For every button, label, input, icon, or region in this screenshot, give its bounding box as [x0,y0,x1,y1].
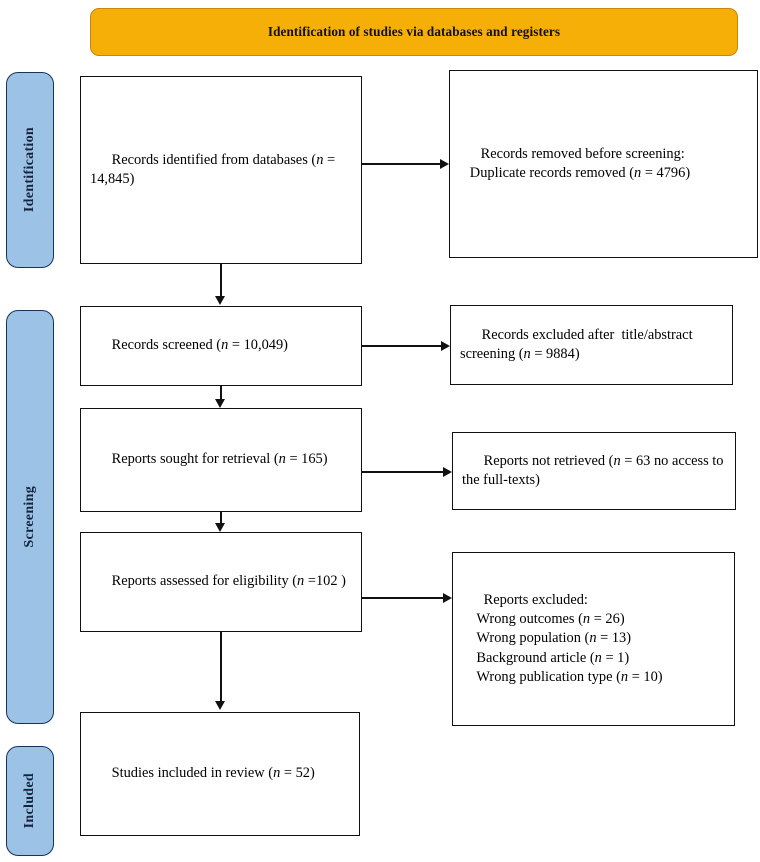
connector-identified-to-removed [362,163,441,165]
box-reports-not-retrieved: Reports not retrieved (n = 63 no access … [452,432,736,510]
arrowhead-screened-to-sought [215,399,225,408]
arrowhead-sought-to-not-retrieved [443,466,452,477]
connector-sought-to-assessed [220,512,222,524]
connector-screened-to-excluded [362,345,442,347]
box-records-excluded-text: Records excluded after title/abstract sc… [460,326,697,362]
arrowhead-identified-to-screened [215,296,225,305]
box-records-screened: Records screened (n = 10,049) [80,306,362,386]
box-records-removed-before-screening: Records removed before screening: Duplic… [449,70,758,258]
arrowhead-identified-to-removed [440,158,449,169]
box-records-removed-before-screening-text: Records removed before screening: Duplic… [459,145,691,181]
box-reports-sought-for-retrieval-text: Reports sought for retrieval (n = 165) [111,451,328,468]
arrowhead-assessed-to-reports-excluded [443,592,452,603]
banner-identification-via-databases: Identification of studies via databases … [90,8,738,56]
box-reports-not-retrieved-text: Reports not retrieved (n = 63 no access … [462,452,728,488]
banner-label: Identification of studies via databases … [267,24,561,39]
box-records-identified-text: Records identified from databases (n = 1… [90,151,339,187]
arrowhead-screened-to-excluded [441,340,450,351]
box-reports-sought-for-retrieval: Reports sought for retrieval (n = 165) [80,408,362,512]
connector-assessed-to-reports-excluded [362,597,444,599]
phase-label-screening-text: Screening [22,486,37,548]
connector-screened-to-sought [220,386,222,400]
box-reports-excluded: Reports excluded: Wrong outcomes (n = 26… [452,552,735,726]
box-reports-assessed-for-eligibility-text: Reports assessed for eligibility (n =102… [111,573,346,590]
arrowhead-assessed-to-studies-included [215,701,225,710]
box-records-screened-text: Records screened (n = 10,049) [111,337,288,354]
box-records-excluded: Records excluded after title/abstract sc… [450,305,733,385]
box-reports-excluded-text: Reports excluded: Wrong outcomes (n = 26… [462,592,663,685]
phase-label-screening: Screening [6,310,54,724]
arrowhead-sought-to-assessed [215,523,225,532]
phase-label-included: Included [6,746,54,856]
box-reports-assessed-for-eligibility: Reports assessed for eligibility (n =102… [80,532,362,632]
connector-assessed-to-studies-included [220,632,222,702]
phase-label-identification-text: Identification [22,127,37,213]
phase-label-identification: Identification [6,72,54,268]
connector-identified-to-screened [220,264,222,297]
box-studies-included-in-review-text: Studies included in review (n = 52) [111,765,315,782]
box-records-identified: Records identified from databases (n = 1… [80,76,362,264]
phase-label-included-text: Included [22,773,37,829]
connector-sought-to-not-retrieved [362,471,444,473]
box-studies-included-in-review: Studies included in review (n = 52) [80,712,360,836]
